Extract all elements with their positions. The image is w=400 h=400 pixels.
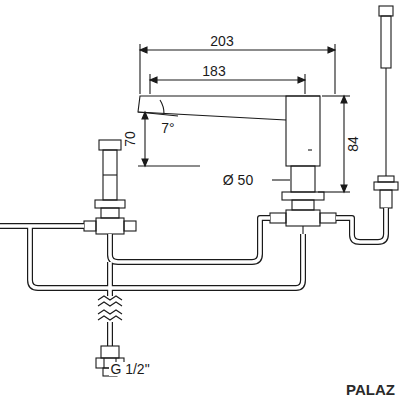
dimension-text: 70 (123, 130, 137, 148)
thread-text: G 1/2" (109, 362, 150, 376)
dimension-text: 84 (346, 135, 360, 153)
watermark: PALAZ (345, 382, 396, 397)
dimension-text: 203 (209, 34, 234, 48)
diameter-text: Ø 50 (222, 173, 254, 187)
angle-text: 7° (160, 121, 175, 135)
dimension-text: 183 (201, 64, 226, 78)
